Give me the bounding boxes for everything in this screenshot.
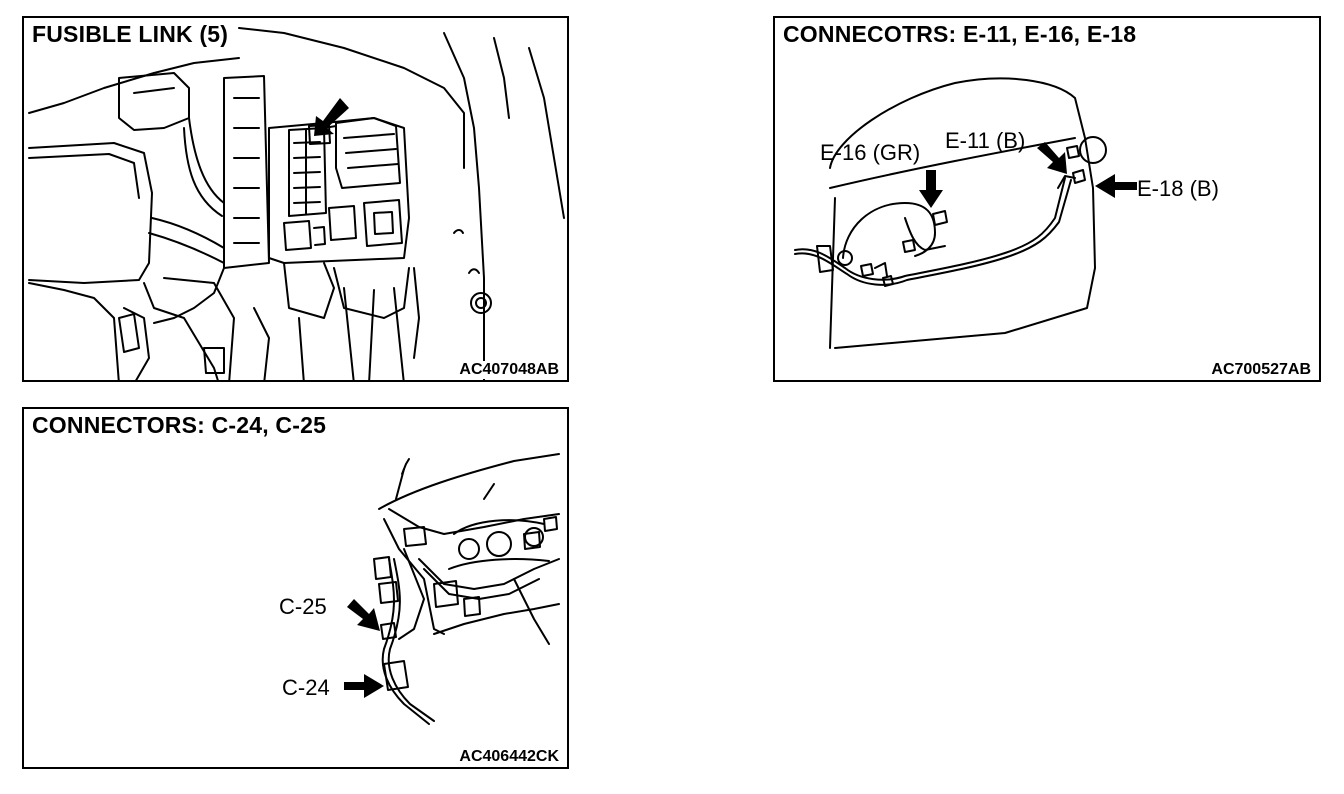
- figure-reference-code: AC700527AB: [1207, 361, 1311, 379]
- panel-title: CONNECTORS: C-24, C-25: [32, 412, 331, 439]
- arrow-icon: [344, 674, 384, 698]
- door-harness-illustration: [794, 77, 1137, 349]
- figure-reference-code: AC407048AB: [455, 361, 559, 379]
- connector-label-e16: E-16 (GR): [820, 140, 921, 165]
- figure-reference-code: AC406442CK: [455, 748, 559, 766]
- arrow-icon: [1095, 174, 1137, 198]
- connector-label-e11: E-11 (B): [945, 128, 1026, 153]
- connector-label-c24: C-24: [282, 675, 330, 700]
- panel-title: FUSIBLE LINK (5): [32, 21, 233, 48]
- connectors-c-panel: CONNECTORS: C-24, C-25 C-25 C-24 AC40644…: [22, 407, 569, 769]
- connectors-e-panel: CONNECOTRS: E-11, E-16, E-18 E-16 (GR) E…: [773, 16, 1321, 382]
- arrow-icon: [314, 98, 349, 136]
- arrow-icon: [1037, 142, 1067, 174]
- connector-label-c25: C-25: [279, 594, 327, 619]
- engine-bay-illustration: [28, 27, 565, 380]
- panel-title: CONNECOTRS: E-11, E-16, E-18: [783, 21, 1141, 48]
- fusible-link-panel: FUSIBLE LINK (5) AC407048AB: [22, 16, 569, 382]
- dashboard-harness-illustration: [344, 453, 560, 725]
- arrow-icon: [919, 170, 943, 208]
- arrow-icon: [347, 599, 380, 631]
- connector-label-e18: E-18 (B): [1137, 176, 1219, 201]
